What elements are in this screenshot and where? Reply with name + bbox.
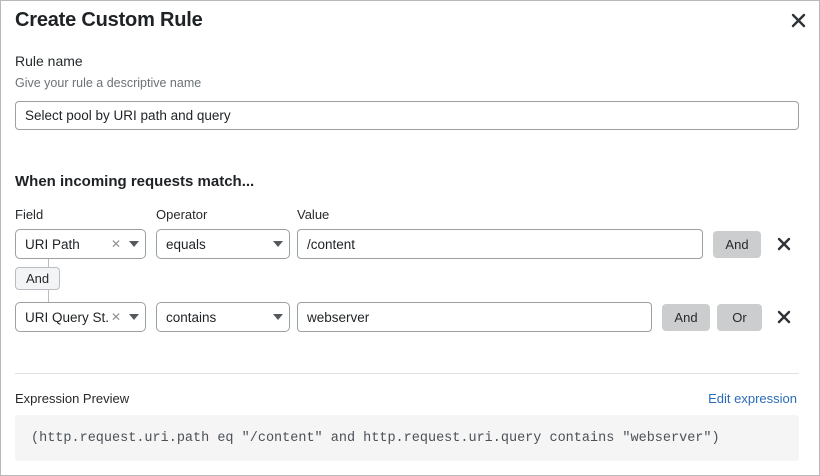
clear-icon[interactable]: ✕ — [110, 310, 122, 324]
rule-name-help-text: Give your rule a descriptive name — [15, 76, 202, 90]
expression-preview-label: Expression Preview — [15, 391, 130, 406]
operator-select[interactable]: contains — [156, 302, 290, 332]
field-select-value: URI Path — [25, 236, 80, 252]
and-button[interactable]: And — [713, 231, 761, 258]
field-select-value: URI Query St... — [25, 309, 109, 325]
conditions-heading: When incoming requests match... — [15, 173, 255, 190]
delete-icon — [777, 310, 791, 324]
delete-condition-button[interactable] — [771, 304, 797, 330]
expression-preview-text: (http.request.uri.path eq "/content" and… — [31, 430, 720, 446]
field-select[interactable]: URI Path ✕ — [15, 229, 146, 259]
column-header-field: Field — [15, 207, 44, 222]
rule-name-label: Rule name — [15, 53, 83, 69]
value-input[interactable] — [297, 229, 703, 259]
operator-select-value: equals — [166, 236, 206, 252]
chevron-down-icon[interactable] — [123, 241, 145, 247]
delete-condition-button[interactable] — [771, 231, 797, 257]
close-icon — [791, 13, 805, 27]
edit-expression-link[interactable]: Edit expression — [708, 391, 797, 406]
or-button[interactable]: Or — [717, 304, 762, 331]
value-input[interactable] — [297, 302, 652, 332]
column-header-operator: Operator — [156, 207, 208, 222]
field-select[interactable]: URI Query St... ✕ — [15, 302, 146, 332]
condition-connector: And — [15, 259, 135, 303]
operator-select[interactable]: equals — [156, 229, 290, 259]
chevron-down-icon[interactable] — [267, 241, 289, 247]
condition-row: URI Query St... ✕ contains And Or — [1, 302, 819, 332]
condition-row: URI Path ✕ equals And — [1, 229, 819, 259]
divider — [15, 373, 799, 374]
and-button[interactable]: And — [662, 304, 710, 331]
chevron-down-icon[interactable] — [267, 314, 289, 320]
rule-name-input[interactable] — [15, 101, 799, 130]
page-title: Create Custom Rule — [15, 9, 203, 31]
delete-icon — [777, 237, 791, 251]
clear-icon[interactable]: ✕ — [110, 237, 122, 251]
connector-and-badge[interactable]: And — [15, 267, 61, 290]
operator-select-value: contains — [166, 309, 217, 325]
close-button[interactable] — [785, 7, 811, 33]
expression-preview-box: (http.request.uri.path eq "/content" and… — [15, 415, 799, 461]
chevron-down-icon[interactable] — [123, 314, 145, 320]
column-header-value: Value — [297, 207, 330, 222]
